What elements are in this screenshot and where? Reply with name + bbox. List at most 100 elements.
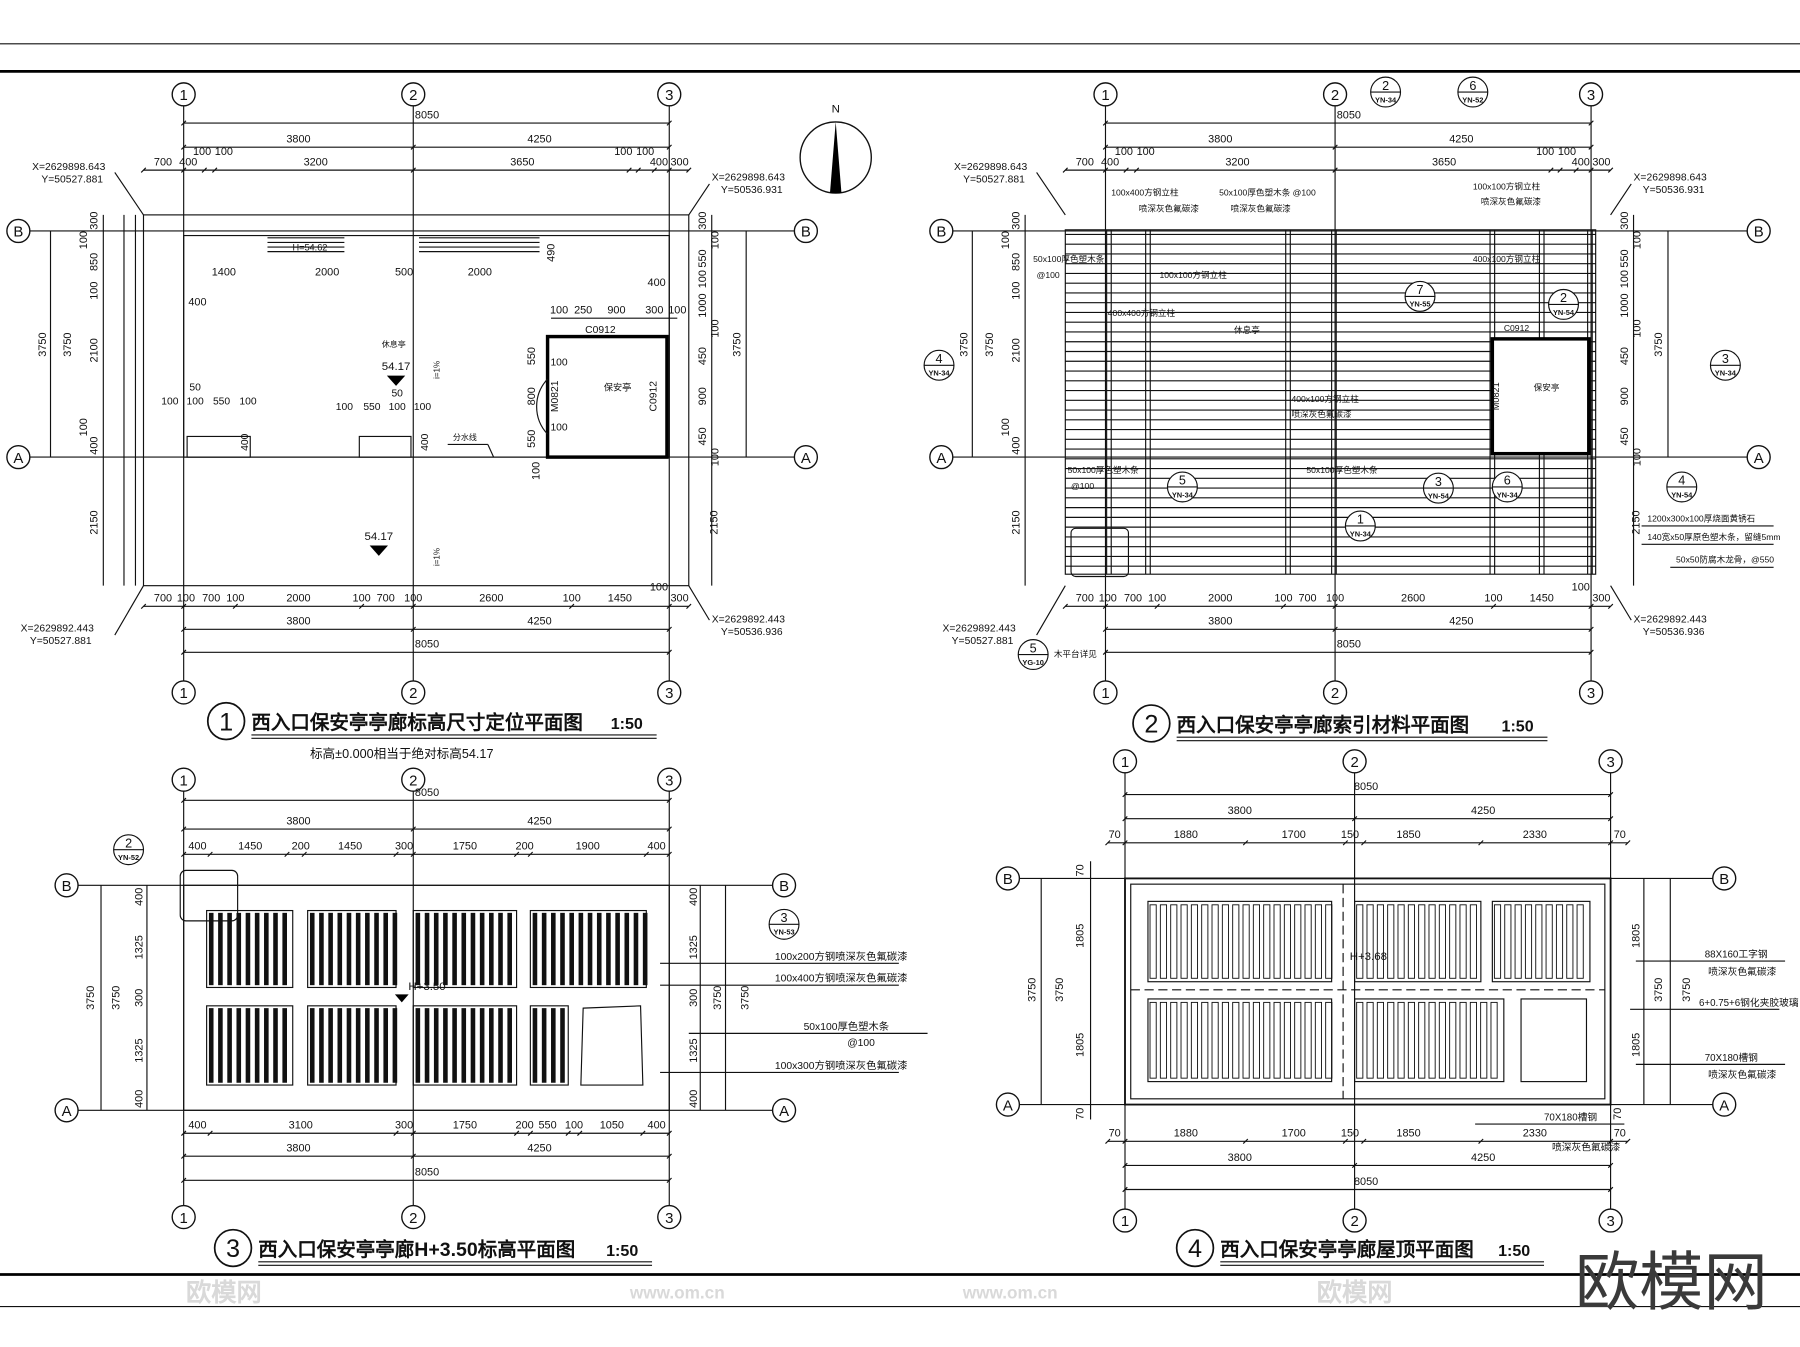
dimension-left_detail: 400 — [89, 437, 101, 455]
grid-bubble-label: 3 — [1606, 1213, 1614, 1230]
dimension-tick — [1102, 603, 1109, 610]
dimension-tick — [1607, 840, 1614, 846]
dimension-tick — [1102, 120, 1109, 126]
bench-elevation: H=54.62 — [292, 242, 327, 252]
slat — [642, 912, 648, 986]
dimension-bot_detail: 700 — [1124, 593, 1142, 605]
coord-bottom-left-x: X=2629892.443 — [942, 624, 1015, 635]
dimension-top_detail: 100 — [1137, 146, 1155, 158]
door-tag: M0821 — [1491, 382, 1501, 410]
slat — [1490, 1001, 1498, 1079]
dimension-bot_detail: 100 — [404, 593, 422, 605]
slat — [328, 912, 333, 986]
grid-bubble-label: 2 — [409, 685, 417, 702]
slat — [1294, 904, 1302, 979]
grid-bubble-bottom-1: 1 — [1093, 680, 1118, 705]
slat — [1149, 1001, 1157, 1079]
dimension-top_detail: 400 — [179, 157, 197, 169]
dimension-left_detail: 2150 — [1010, 510, 1022, 534]
slat — [328, 1008, 333, 1083]
slat — [1252, 904, 1261, 979]
north-label: N — [832, 104, 840, 116]
grid-bubble-circle — [1322, 680, 1348, 705]
grid-bubble-circle — [771, 873, 797, 898]
dimension-left_detail: 1805 — [1075, 924, 1087, 948]
slat — [282, 1008, 287, 1083]
dim-500: 500 — [395, 267, 413, 279]
dimension-right_detail: 100 — [710, 319, 722, 337]
title-number: 4 — [1188, 1235, 1202, 1263]
grid-bubble-label: B — [936, 224, 946, 241]
grid-bubble-bottom-3: 3 — [1598, 1208, 1623, 1233]
panel-outline — [412, 909, 518, 989]
dimension-tick — [568, 603, 575, 610]
slat — [560, 912, 565, 986]
dimension-tick — [577, 1130, 583, 1136]
slat — [1438, 1001, 1446, 1079]
grid-bubble-left-A: A — [6, 444, 31, 470]
title-text: 西入口保安亭亭廊屋顶平面图 — [1220, 1238, 1474, 1261]
callout-sheet-ref: YN-34 — [1172, 490, 1194, 499]
dimension-left_detail: 2100 — [1010, 338, 1022, 362]
grid-bubble-label: 3 — [1587, 87, 1595, 104]
dimension-top_detail: 100 — [636, 146, 654, 158]
grid-bubble-label: 2 — [1331, 685, 1339, 702]
dimension-tick — [1490, 603, 1497, 610]
callout-sheet-ref: YN-34 — [1350, 529, 1372, 538]
grid-bubble-label: A — [801, 450, 811, 467]
detail-callout-6-YN-34: 6YN-34 — [1491, 471, 1523, 503]
title-text: 西入口保安亭亭廊索引材料平面图 — [1177, 713, 1470, 736]
dimension-left_detail: 2100 — [89, 338, 101, 362]
bench-dim: 550 — [213, 396, 230, 407]
louver-panel — [529, 909, 648, 989]
dimension-bot_detail: 400 — [188, 1120, 206, 1132]
grid-bubble-circle — [1112, 749, 1138, 774]
dimension-bot_detail: 2330 — [1523, 1128, 1547, 1140]
slat — [1428, 1001, 1436, 1079]
coord-top-left-x: X=2629898.643 — [954, 162, 1027, 173]
grid-bubble-right-B: B — [1712, 866, 1737, 891]
dimension-top_detail: 700 — [154, 157, 172, 169]
dimension-right_detail: 2150 — [1630, 510, 1642, 534]
bench-dim: 100 — [414, 402, 431, 413]
material-label: 喷深灰色氟碳漆 — [1708, 1068, 1776, 1081]
material-label-slat_bottom_m: 50x100厚色塑木条 — [1306, 464, 1378, 475]
dimension-bot_detail: 100 — [1148, 593, 1166, 605]
dimension-tick — [666, 649, 672, 655]
material-label: 70X180槽钢 — [1705, 1051, 1758, 1064]
detail-callout-5-YN-34: 5YN-34 — [1166, 471, 1198, 503]
dimension-bot_detail: 3100 — [289, 1120, 313, 1132]
dimension-right_detail: 1325 — [688, 935, 700, 959]
dimension-left_detail: 300 — [133, 989, 145, 1007]
guard-room-dim: 550 — [526, 430, 538, 448]
dimension-bot_detail: 100 — [565, 1120, 583, 1132]
slat — [1190, 1001, 1199, 1079]
slat — [498, 912, 503, 986]
grid-bubble-circle — [401, 82, 426, 107]
grid-bubble-label: 1 — [1101, 87, 1109, 104]
coord-top-left-leader — [114, 172, 144, 216]
dimension-right_detail: 100 — [1631, 448, 1643, 466]
grid-bubble-left-B: B — [6, 218, 31, 244]
dimension-tick — [180, 144, 187, 150]
slat — [1356, 904, 1364, 979]
dimension-right_detail: 900 — [1619, 387, 1631, 405]
slat — [498, 1008, 503, 1083]
callout-number: 3 — [1435, 475, 1442, 489]
slat — [424, 1008, 430, 1083]
slat — [452, 912, 457, 986]
dimension-top_total: 8050 — [1354, 781, 1378, 793]
dimension-top_mid: 4250 — [1471, 805, 1495, 817]
slat — [1555, 904, 1564, 979]
dimension-tick — [666, 1177, 672, 1184]
dimension-top_detail: 400 — [1572, 157, 1590, 169]
north-arrow-needle-icon — [829, 121, 842, 194]
slat — [1159, 904, 1168, 979]
grid-bubble-circle — [1746, 444, 1771, 470]
dimension-top_detail: 100 — [1536, 146, 1554, 158]
dimension-top_detail: 400 — [1101, 157, 1119, 169]
dimension-top_detail: 100 — [1115, 146, 1133, 158]
dimension-tick — [180, 1153, 187, 1159]
dimension-right_detail: 300 — [1619, 212, 1631, 230]
dimension-bot_detail: 70 — [1109, 1128, 1121, 1140]
